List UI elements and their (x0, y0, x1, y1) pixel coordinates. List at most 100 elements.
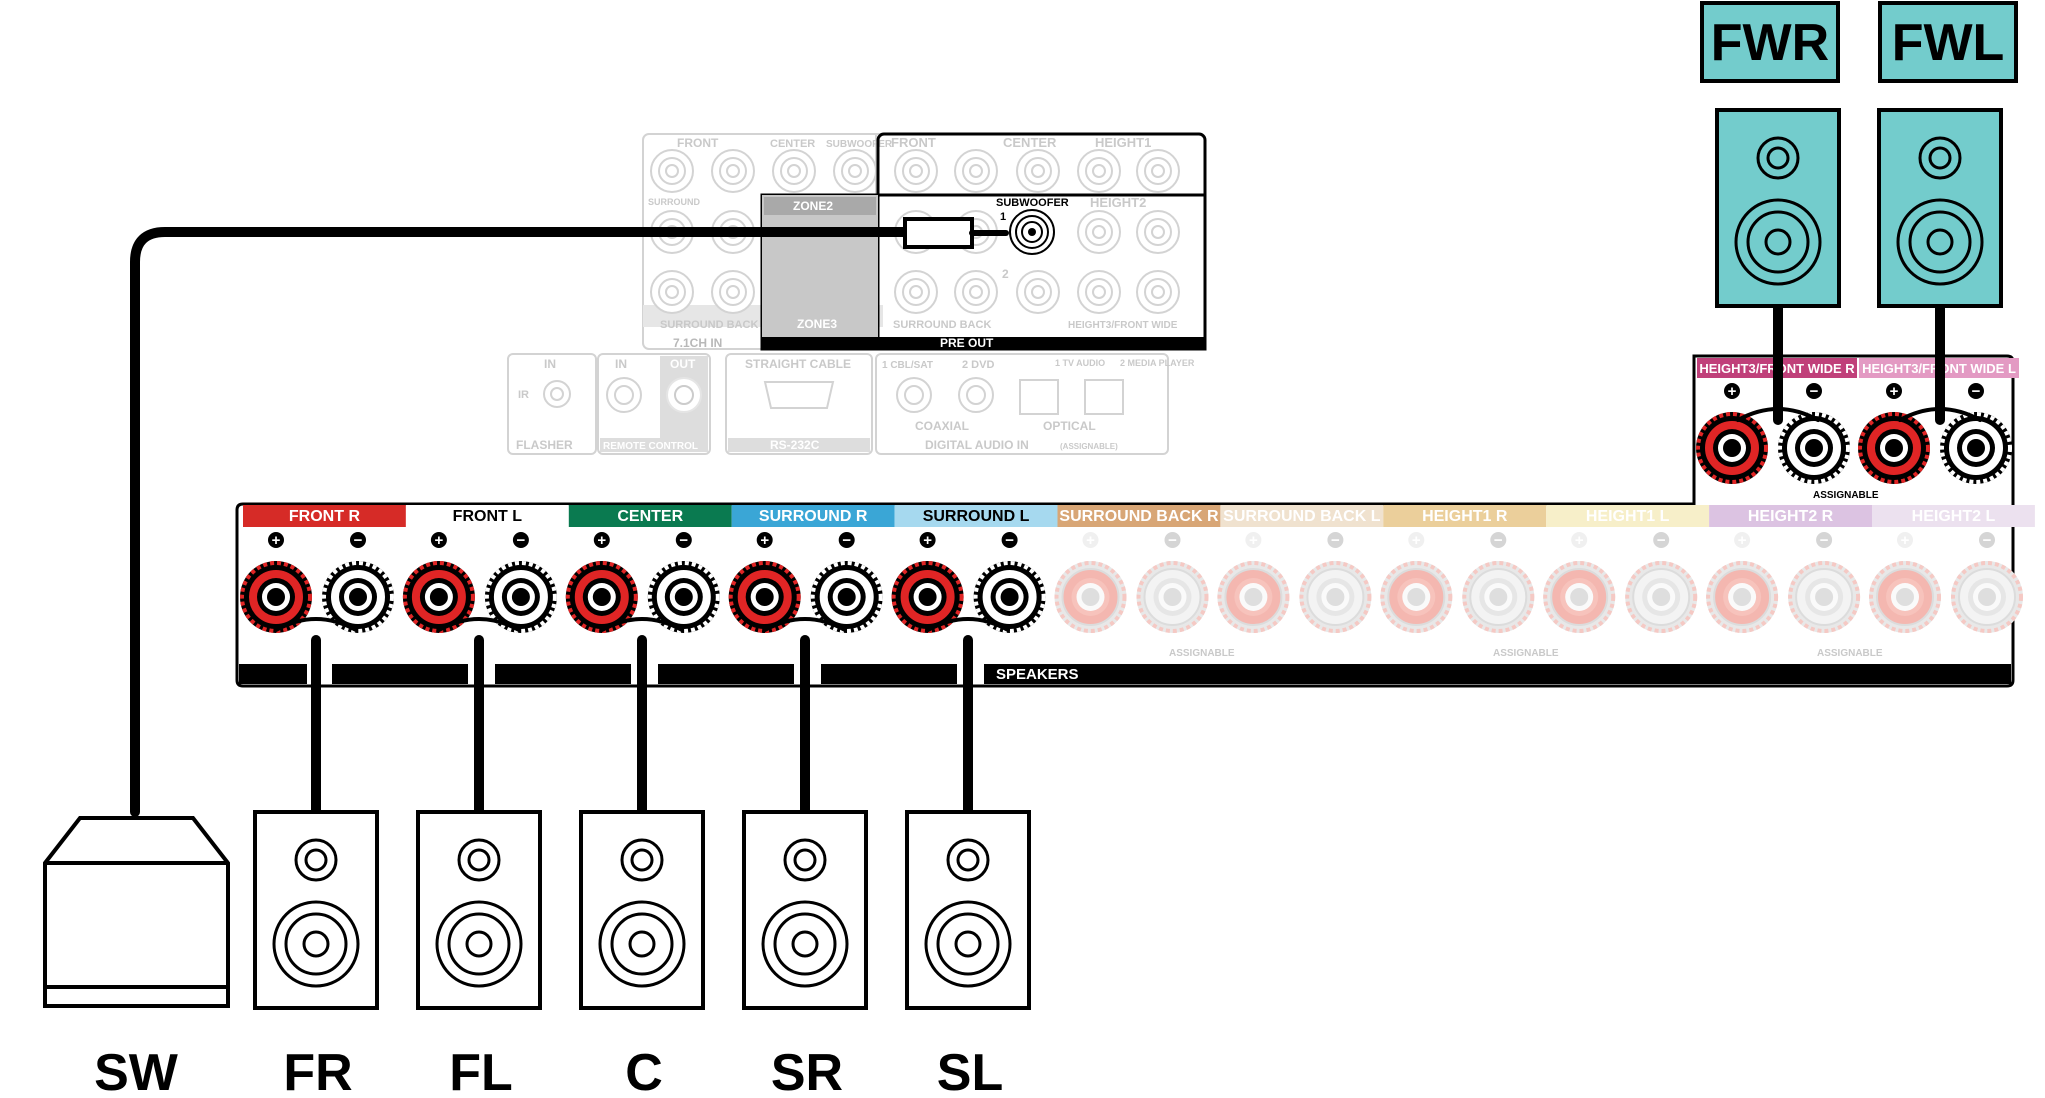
label-sl: SL (937, 1044, 1003, 1098)
rca-jack (1077, 210, 1121, 254)
label-fl: FL (449, 1044, 513, 1098)
negative-terminal (1462, 561, 1535, 633)
minus-sign: − (1820, 532, 1829, 549)
positive-terminal (1858, 412, 1930, 484)
channel-header-label: HEIGHT2 L (1912, 508, 1996, 525)
preout-surround-back-2: SURROUND BACK (893, 319, 991, 331)
channel-header-bg (1057, 505, 1221, 527)
label-fwr: FWR (1711, 14, 1829, 72)
assignable-label-2: ASSIGNABLE (1493, 648, 1559, 659)
tv-audio-label: 1 TV AUDIO (1055, 358, 1105, 368)
channel-header-bg (1872, 505, 2035, 527)
channel-header-bg (1546, 505, 1710, 527)
remote-control-label: REMOTE CONTROL (603, 441, 698, 452)
speaker-terminals: +−+−+−+−+−+−+−+−+−+−+−+−+− (240, 383, 2023, 633)
minus-sign: − (517, 532, 526, 549)
zone2-label: ZONE2 (793, 199, 833, 213)
floor-speakers (253, 810, 1031, 1010)
assignable-label-1: ASSIGNABLE (1169, 648, 1235, 659)
negative-terminal (1940, 412, 2012, 484)
channel-header-bg (1220, 505, 1384, 527)
preout-height1: HEIGHT1 (1095, 135, 1151, 150)
speaker-box (905, 810, 1031, 1010)
speaker-box (416, 810, 542, 1010)
plus-sign: + (1249, 532, 1258, 549)
media-player-label: 2 MEDIA PLAYER (1120, 358, 1195, 368)
rc-in-label: IN (615, 357, 627, 371)
rca-jack (650, 149, 694, 193)
channel-header-label: SURROUND R (759, 508, 868, 525)
rca-jack (650, 270, 694, 314)
channel-header-label: FRONT R (289, 508, 361, 525)
negative-terminal (973, 561, 1046, 633)
rca-jack (1016, 270, 1060, 314)
assignable-upper-label: ASSIGNABLE (1813, 490, 1879, 501)
channel-header-label: SURROUND BACK L (1223, 508, 1381, 525)
preout-center: CENTER (1003, 135, 1057, 150)
channel-header-bg (1709, 505, 1872, 527)
plus-sign: + (923, 532, 932, 549)
minus-sign: − (354, 532, 363, 549)
preout-top-subwoofer: SUBWOOFER (826, 139, 893, 150)
assignable-label-3: ASSIGNABLE (1817, 648, 1883, 659)
positive-terminal (402, 561, 475, 633)
label-fr: FR (283, 1044, 352, 1098)
negative-terminal (1951, 561, 2023, 633)
preout-top-center: CENTER (770, 138, 815, 150)
rca-jack (954, 149, 998, 193)
straight-cable-label: STRAIGHT CABLE (745, 357, 851, 371)
ports-row: IN IR FLASHER IN OUT REMOTE CONTROL STRA… (507, 353, 1195, 455)
positive-terminal (1217, 561, 1290, 633)
plus-sign: + (1412, 532, 1421, 549)
channel-header-label: HEIGHT2 R (1748, 508, 1834, 525)
speaker-box (1877, 108, 2003, 308)
plus-sign: + (1575, 532, 1584, 549)
channel-header-label: SURROUND L (923, 508, 1030, 525)
rca-plug (903, 217, 974, 249)
minus-sign: − (1168, 532, 1177, 549)
minus-sign: − (1657, 532, 1666, 549)
positive-terminal (728, 561, 801, 633)
subwoofer-speaker (43, 816, 230, 1008)
dvd-label: 2 DVD (962, 359, 994, 371)
subwoofer-cable (130, 227, 910, 817)
negative-terminal (810, 561, 883, 633)
channel-header-bg (1383, 505, 1547, 527)
ir-in-label: IN (544, 357, 556, 371)
channel-header-bg (731, 505, 895, 527)
pre-out-panel: FRONT CENTER SUBWOOFER SURROUND SURROUND… (642, 132, 1207, 351)
preout-front: FRONT (891, 135, 936, 150)
negative-terminal (647, 561, 720, 633)
negative-terminal (1299, 561, 1372, 633)
positive-terminal (1706, 561, 1779, 633)
positive-terminal (240, 561, 312, 633)
rs232c-label: RS-232C (770, 438, 820, 452)
label-c: C (625, 1044, 663, 1098)
pre-out-label: PRE OUT (940, 336, 994, 350)
positive-terminal (891, 561, 964, 633)
preout-sub2: 2 (1002, 267, 1009, 281)
rca-jack (711, 270, 755, 314)
preout-surround-back: SURROUND BACK (660, 319, 758, 331)
flasher-label: FLASHER (516, 438, 573, 452)
cbl-sat-label: 1 CBL/SAT (882, 360, 933, 371)
rca-jack (1136, 210, 1180, 254)
speakers-label: SPEAKERS (996, 666, 1079, 683)
positive-terminal (1696, 412, 1768, 484)
ir-label: IR (518, 389, 529, 401)
fwr-label-box: FWR (1700, 1, 1840, 83)
speaker-box (579, 810, 705, 1010)
digital-assignable-label: (ASSIGNABLE) (1060, 442, 1118, 451)
zone3-label: ZONE3 (797, 317, 837, 331)
subwoofer-jack (1009, 209, 1055, 255)
rca-jack (1136, 270, 1180, 314)
minus-sign: − (1494, 532, 1503, 549)
speaker-box (742, 810, 868, 1010)
negative-terminal (1136, 561, 1209, 633)
minus-sign: − (1331, 532, 1340, 549)
preout-height2: HEIGHT2 (1090, 195, 1146, 210)
minus-sign: − (1810, 383, 1819, 400)
